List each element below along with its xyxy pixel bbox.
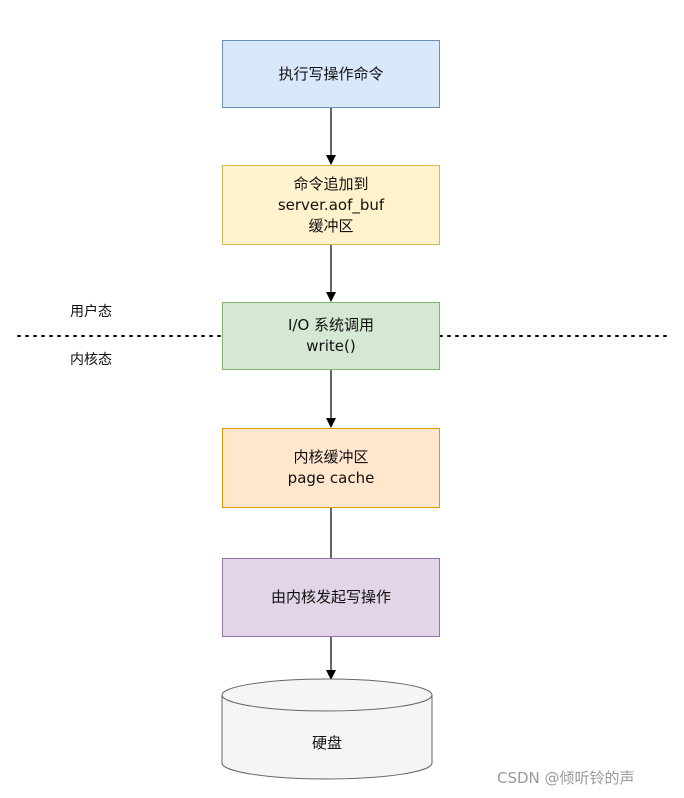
step-execute-write-command: 执行写操作命令 (222, 40, 440, 108)
step-text-line: write() (306, 337, 356, 355)
disk-top (221, 678, 433, 712)
step-text-line: 命令追加到 (293, 174, 369, 193)
step-text-line: 缓冲区 (308, 216, 354, 235)
step-text-line: 内核缓冲区 (293, 448, 369, 466)
step-text-line: page cache (287, 469, 375, 487)
step-text-line: I/O 系统调用 (287, 316, 375, 334)
user-space-label: 用户态 (70, 304, 112, 320)
step-text-line: server.aof_buf (277, 195, 385, 214)
disk-cylinder (221, 678, 433, 780)
step-text-line: 执行写操作命令 (278, 64, 384, 83)
watermark: CSDN @倾听铃的声 (497, 769, 635, 787)
step-kernel-write-operation: 由内核发起写操作 (222, 558, 440, 637)
step-kernel-page-cache: 内核缓冲区 page cache (222, 428, 440, 508)
disk-body (221, 695, 433, 780)
disk-label: 硬盘 (311, 734, 342, 752)
step-text-line: 由内核发起写操作 (270, 588, 391, 606)
step-write-system-call: I/O 系统调用 write() (222, 302, 440, 370)
kernel-space-label: 内核态 (70, 352, 112, 368)
step-append-to-aof-buf: 命令追加到 server.aof_buf 缓冲区 (222, 165, 440, 245)
